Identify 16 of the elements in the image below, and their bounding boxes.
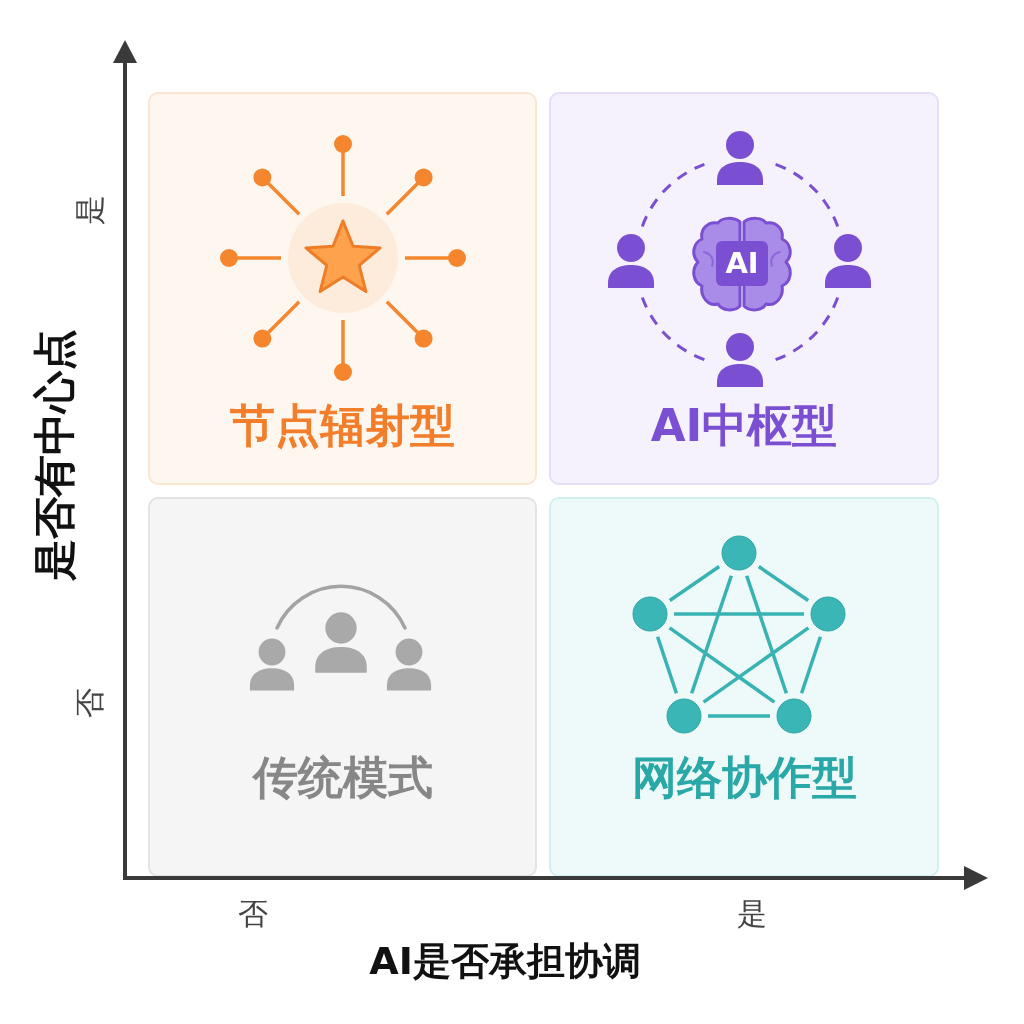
quadrant-panel — [549, 92, 939, 485]
axis-tick-label: 否 — [238, 896, 268, 930]
axis-tick-label: 是 — [737, 896, 767, 930]
quadrant-panel — [549, 497, 939, 877]
ai-tag: AI — [716, 241, 768, 286]
brain-shape — [690, 216, 794, 312]
axis-tick-label: 否 — [72, 688, 106, 718]
axis-title: AI是否承担协调 — [369, 941, 641, 983]
quadrant-title: AI中枢型 — [650, 400, 838, 452]
quadrant-title: 节点辐射型 — [230, 400, 455, 452]
quadrant-title: 传统模式 — [252, 752, 433, 804]
axis-title: 是否有中心点 — [31, 329, 79, 581]
quadrant-panel — [148, 92, 537, 485]
axis-tick-label: 是 — [72, 195, 106, 225]
quadrant-title: 网络协作型 — [631, 752, 857, 804]
quadrant-panel — [148, 497, 537, 877]
